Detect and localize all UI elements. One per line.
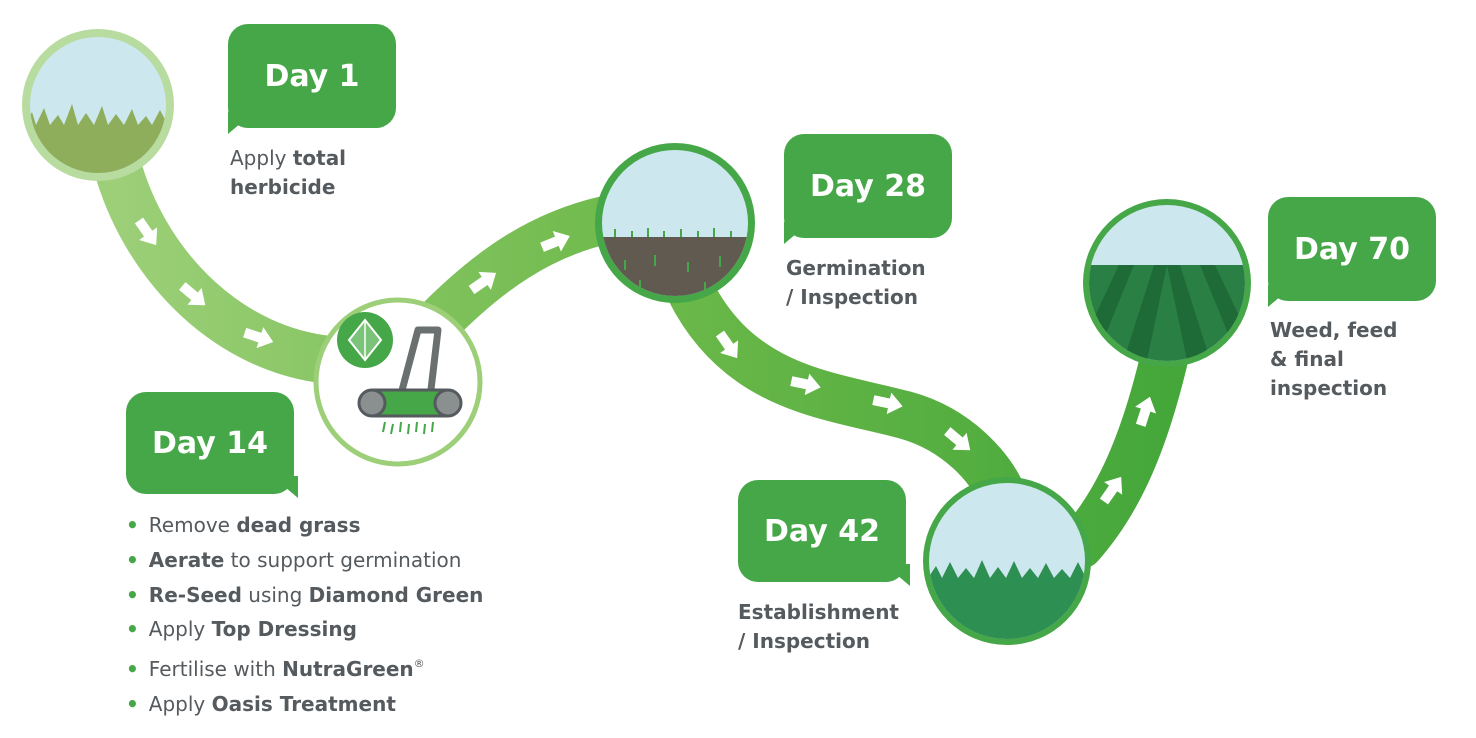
day-28-desc-line: Germination <box>786 256 926 280</box>
day-28-desc-line: / Inspection <box>786 285 918 309</box>
day-70-desc-line: inspection <box>1270 376 1388 400</box>
task-text: Re-Seed <box>148 582 242 607</box>
task-text: Apply <box>148 617 212 642</box>
task-item: Aerate to support germination <box>126 543 483 578</box>
path-arrows <box>134 217 1157 505</box>
arrow-icon <box>540 231 570 252</box>
diamond-green-logo-icon <box>337 312 393 368</box>
arrow-icon <box>468 271 497 295</box>
day-1-desc-part: total <box>292 146 347 170</box>
task-item: Apply Top Dressing <box>126 612 483 647</box>
day-42-bubble: Day 42 <box>738 480 906 582</box>
task-text: using <box>241 582 309 607</box>
task-text: Remove <box>148 513 237 537</box>
bubble-tail-icon <box>228 112 254 134</box>
arrow-icon <box>1099 476 1123 505</box>
task-text: Aerate <box>148 547 225 572</box>
bubble-tail-icon <box>1268 285 1294 307</box>
task-text: Oasis Treatment <box>211 691 396 716</box>
registered-mark: ® <box>413 657 425 671</box>
task-item: Apply Oasis Treatment <box>126 687 483 722</box>
arrow-icon <box>179 282 206 306</box>
arrow-icon <box>243 327 274 349</box>
arrow-icon <box>1135 396 1157 427</box>
day-42-desc-line: Establishment <box>738 600 899 624</box>
day-1-bubble: Day 1 <box>228 24 396 128</box>
day-28-description: Germination / Inspection <box>786 254 926 312</box>
day-42-description: Establishment / Inspection <box>738 598 899 656</box>
day-70-desc-line: Weed, feed <box>1270 318 1398 342</box>
arrow-icon <box>790 373 821 396</box>
day-70-bubble: Day 70 <box>1268 197 1436 301</box>
day-1-description: Apply total herbicide <box>230 144 346 202</box>
day-1-desc-part: Apply <box>230 146 293 170</box>
bubble-tail-icon <box>784 222 810 244</box>
task-text: Top Dressing <box>211 617 357 642</box>
task-text: to support germination <box>224 547 462 572</box>
arrow-icon <box>944 427 971 451</box>
day-14-bubble: Day 14 <box>126 392 294 494</box>
arrow-icon <box>872 392 903 415</box>
seedlings-soil-icon <box>595 143 755 303</box>
task-text: Apply <box>148 691 212 716</box>
dead-grass-icon <box>22 29 174 181</box>
day-28-bubble: Day 28 <box>784 134 952 238</box>
arrow-icon <box>715 330 739 359</box>
bubble-tail-icon <box>272 476 298 498</box>
task-text: NutraGreen <box>282 657 414 682</box>
day-14-task-list: Remove dead grass Aerate to support germ… <box>126 508 484 722</box>
striped-lawn-icon <box>1083 199 1251 367</box>
task-item: Remove dead grass <box>126 508 483 543</box>
established-grass-icon <box>923 477 1091 645</box>
task-item: Re-Seed using Diamond Green <box>126 578 484 613</box>
day-70-desc-line: & final <box>1270 347 1344 371</box>
day-70-description: Weed, feed & final inspection <box>1270 316 1398 403</box>
arrow-icon <box>134 217 158 246</box>
day-1-desc-part: herbicide <box>230 175 336 199</box>
task-text: dead grass <box>236 513 361 537</box>
aerator-seeder-icon <box>313 297 483 467</box>
day-42-desc-line: / Inspection <box>738 629 870 653</box>
bubble-tail-icon <box>884 564 910 586</box>
task-item: Fertilise with NutraGreen® <box>126 647 483 687</box>
task-text: Fertilise with <box>148 657 283 682</box>
task-text: Diamond Green <box>308 582 484 607</box>
